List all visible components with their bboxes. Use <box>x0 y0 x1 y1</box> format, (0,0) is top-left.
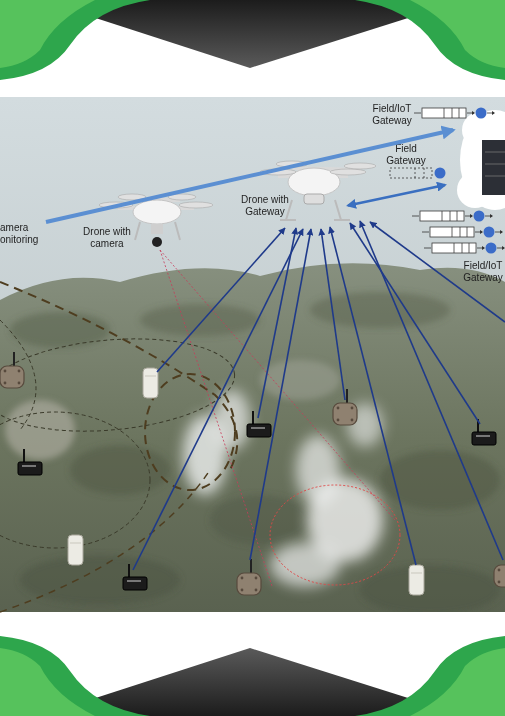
fire-area <box>270 485 400 585</box>
green-swoosh <box>0 0 95 68</box>
node-label: amera onitoring <box>0 222 46 246</box>
zone-boundary <box>0 470 210 612</box>
sensor-link <box>258 228 296 418</box>
gateway-node: Field/IoT Gateway <box>366 100 494 130</box>
node-label: Drone with camera <box>78 226 136 250</box>
queue-symbol <box>422 227 503 238</box>
gateway-node: Field/IoT Gateway <box>461 258 505 286</box>
camera-view-line <box>160 250 395 520</box>
sensor-links <box>133 221 505 570</box>
camera-label-node: amera onitoring <box>0 222 46 248</box>
forest-photo <box>0 97 505 612</box>
drone-node: Drone with Gateway <box>236 158 348 224</box>
sensor-symbol <box>494 551 505 587</box>
green-swoosh <box>410 648 505 716</box>
coverage-zones <box>0 250 400 612</box>
top-band <box>0 0 505 97</box>
cloud <box>457 110 505 210</box>
link-arrow <box>46 130 453 222</box>
green-swoosh <box>0 636 150 716</box>
sensor-link <box>133 229 303 570</box>
sensor-link <box>360 221 503 560</box>
sensor-link <box>330 227 416 565</box>
zone-boundary <box>0 412 150 548</box>
queue-symbol <box>412 211 493 222</box>
sensor-symbol <box>143 368 158 398</box>
sky <box>0 97 505 612</box>
green-swoosh <box>0 0 150 80</box>
queue-symbol <box>424 243 505 254</box>
node-label: Field/IoT Gateway <box>461 260 505 284</box>
sensor-symbol <box>123 564 147 590</box>
sensor-symbol <box>68 535 83 565</box>
node-label: Field/IoT Gateway <box>366 103 418 127</box>
sensor-link <box>370 222 505 322</box>
queue-symbol <box>390 168 446 179</box>
green-swoosh <box>410 0 505 68</box>
server-symbol <box>482 140 505 195</box>
smoke <box>183 390 383 587</box>
sensor-link <box>250 229 311 560</box>
green-swoosh <box>355 636 505 716</box>
gateway-node: Field Gateway <box>382 143 452 185</box>
green-swoosh <box>355 0 505 80</box>
mountain <box>0 263 505 612</box>
sensor-symbol <box>237 559 261 595</box>
green-swoosh <box>0 648 95 716</box>
sensor-symbol <box>409 565 424 595</box>
zone-boundary <box>0 329 238 440</box>
zone-boundary <box>0 320 36 430</box>
queue-symbol <box>414 108 495 119</box>
node-label: Field Gateway <box>384 143 428 167</box>
link-arrow <box>348 185 445 206</box>
sensor-symbol <box>18 449 42 475</box>
sensor-symbol <box>472 419 496 445</box>
sensor-symbol <box>0 352 24 388</box>
node-label: Drone with Gateway <box>236 194 294 218</box>
drone-node: Drone with camera <box>78 192 212 252</box>
sensor-link <box>321 229 345 400</box>
sensor-link <box>157 228 285 372</box>
